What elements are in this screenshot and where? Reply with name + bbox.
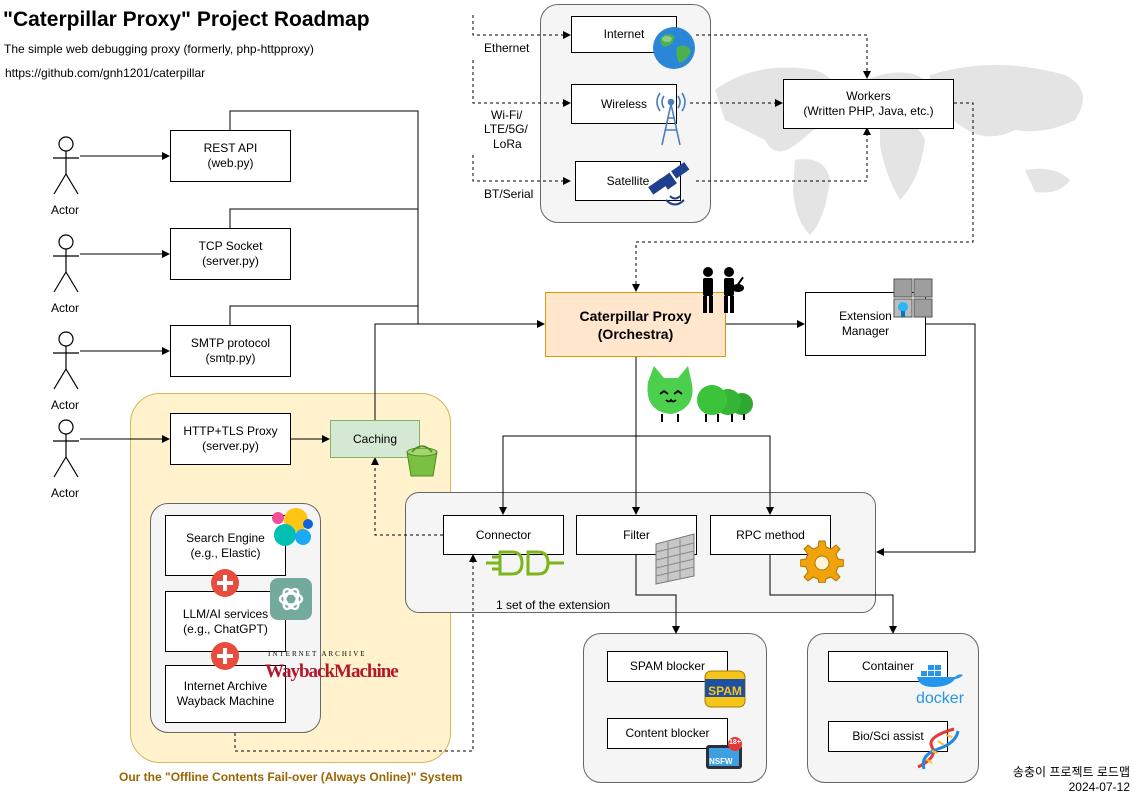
smtp-title: SMTP protocol <box>190 336 271 350</box>
search-engine-box[interactable]: Search Engine (e.g., Elastic) <box>165 515 286 576</box>
wayback-logo-main: WaybackMachine <box>265 661 399 682</box>
dna-icon <box>917 727 960 770</box>
actor-label: Actor <box>51 301 80 315</box>
caching-box[interactable]: Caching <box>330 420 420 458</box>
nsfw-badge-text: NSFW <box>709 757 733 766</box>
rpc-method-label: RPC method <box>736 527 805 542</box>
satellite-icon <box>648 162 690 206</box>
spam-blocker-label: SPAM blocker <box>629 659 706 673</box>
plus-icon <box>211 569 239 597</box>
docker-whale-icon <box>917 665 963 687</box>
actor-icon <box>53 234 79 293</box>
content-blocker-label: Content blocker <box>625 726 710 740</box>
ethernet-label: Ethernet <box>484 41 530 55</box>
elastic-logo-icon <box>272 508 313 546</box>
rest-api-title: REST API <box>203 141 258 155</box>
bio-sci-label: Bio/Sci assist <box>852 729 924 743</box>
extension-manager-subtitle: Manager <box>841 324 890 338</box>
chatgpt-logo-icon <box>270 578 312 620</box>
bio-sci-assist-box[interactable]: Bio/Sci assist <box>828 721 948 752</box>
smtp-file: (smtp.py) <box>205 351 256 365</box>
container-label: Container <box>861 659 915 673</box>
offline-system-caption: Our the "Offline Contents Fail-over (Alw… <box>119 770 463 784</box>
project-url[interactable]: https://github.com/gnh1201/caterpillar <box>5 66 206 80</box>
filter-label: Filter <box>623 527 650 542</box>
puzzle-icon <box>893 278 933 318</box>
age-badge-text: 18+ <box>729 739 741 746</box>
orchestra-subtitle: (Orchestra) <box>597 325 674 342</box>
actor-label: Actor <box>51 486 80 500</box>
rest-api-file: (web.py) <box>207 156 254 170</box>
musicians-icon <box>703 267 744 313</box>
actor-icon <box>53 419 79 478</box>
search-engine-title: Search Engine <box>186 530 265 545</box>
extension-manager-title: Extension <box>839 309 892 323</box>
archive-title: Internet Archive <box>183 679 268 693</box>
bucket-icon <box>406 445 438 477</box>
firewall-icon <box>655 533 695 585</box>
content-blocker-box[interactable]: Content blocker <box>607 718 728 749</box>
workers-title: Workers <box>846 89 891 103</box>
actor-label: Actor <box>51 203 80 217</box>
archive-subtitle: Wayback Machine <box>176 694 275 708</box>
actor-icon <box>53 136 79 195</box>
wayback-logo-top: INTERNET ARCHIVE <box>268 650 367 658</box>
http-tls-proxy-box[interactable]: HTTP+TLS Proxy (server.py) <box>170 413 291 465</box>
internet-label: Internet <box>603 27 645 41</box>
smtp-protocol-box[interactable]: SMTP protocol (smtp.py) <box>170 325 291 377</box>
llm-ai-services-box[interactable]: LLM/AI services (e.g., ChatGPT) <box>165 591 286 652</box>
tcp-socket-title: TCP Socket <box>198 239 263 253</box>
tcp-socket-box[interactable]: TCP Socket (server.py) <box>170 228 291 280</box>
search-engine-example: (e.g., Elastic) <box>190 545 261 560</box>
wifi-label-line1: Wi-Fi/ <box>491 108 523 122</box>
connector-box[interactable]: Connector <box>443 515 564 555</box>
caterpillar-mascot-icon <box>647 366 753 422</box>
footer-date: 2024-07-12 <box>1068 780 1130 794</box>
footer-korean-title: 송충이 프로젝트 로드맵 <box>1012 765 1130 779</box>
orchestra-box[interactable]: Caterpillar Proxy (Orchestra) <box>545 292 726 357</box>
wifi-label-line3: LoRa <box>493 137 522 151</box>
actor-label: Actor <box>51 398 80 412</box>
wayback-machine-box[interactable]: Internet Archive Wayback Machine <box>165 665 286 723</box>
satellite-label: Satellite <box>606 173 650 188</box>
page-title: "Caterpillar Proxy" Project Roadmap <box>3 8 370 31</box>
connector-label: Connector <box>475 527 532 542</box>
llm-example: (e.g., ChatGPT) <box>183 621 268 636</box>
docker-wordmark: docker <box>916 690 965 707</box>
gear-icon <box>800 540 844 583</box>
page-subtitle: The simple web debugging proxy (formerly… <box>4 42 314 56</box>
rpc-method-box[interactable]: RPC method <box>710 515 831 555</box>
workers-box[interactable]: Workers (Written PHP, Java, etc.) <box>783 79 954 129</box>
wireless-box[interactable]: Wireless <box>571 84 677 124</box>
globe-icon <box>653 27 695 69</box>
plug-connector-icon <box>486 550 564 576</box>
bt-serial-label: BT/Serial <box>484 187 534 201</box>
wifi-label-line2: LTE/5G/ <box>484 122 528 136</box>
extension-manager-box[interactable]: Extension Manager <box>805 292 926 356</box>
extension-set-caption: 1 set of the extension <box>496 598 611 612</box>
tcp-socket-file: (server.py) <box>202 254 259 268</box>
rest-api-box[interactable]: REST API (web.py) <box>170 130 291 182</box>
antenna-tower-icon <box>656 92 686 146</box>
workers-languages: (Written PHP, Java, etc.) <box>803 104 934 118</box>
caching-label: Caching <box>352 431 398 446</box>
wireless-label: Wireless <box>600 96 647 111</box>
llm-title: LLM/AI services <box>182 606 269 621</box>
orchestra-title: Caterpillar Proxy <box>579 307 692 324</box>
spam-badge-text: SPAM <box>708 684 742 698</box>
nsfw-monitor-icon <box>706 737 742 769</box>
plus-icon <box>211 642 239 670</box>
actor-icon <box>53 331 79 390</box>
world-map-icon <box>715 65 1083 235</box>
http-proxy-title: HTTP+TLS Proxy <box>183 424 278 438</box>
http-proxy-file: (server.py) <box>202 439 259 453</box>
spam-can-icon <box>704 670 746 708</box>
